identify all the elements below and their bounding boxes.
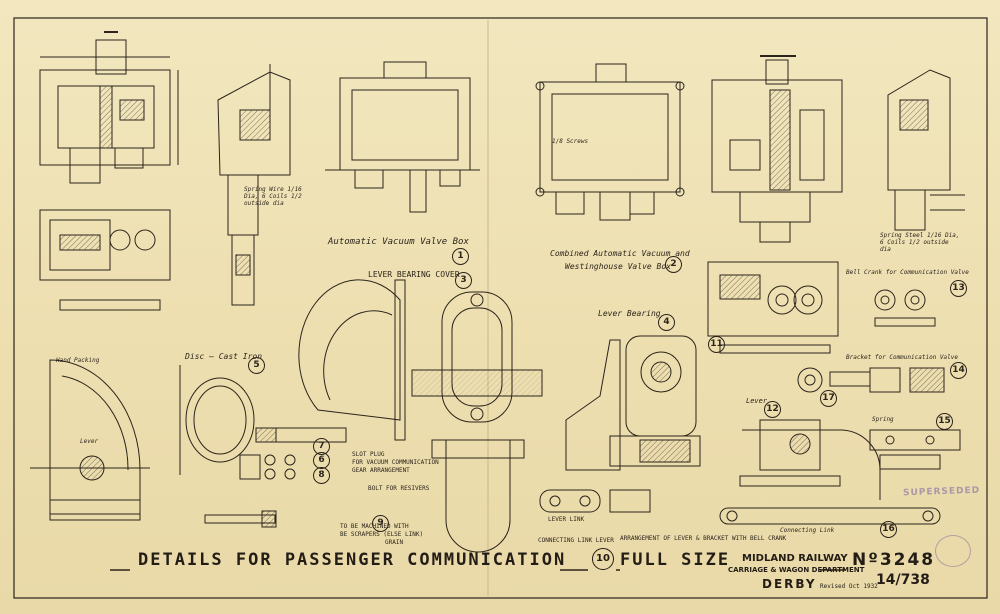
note-arrangement: ARRANGEMENT OF LEVER & BRACKET WITH BELL… [620, 535, 787, 542]
place-name: DERBY [762, 577, 817, 591]
small-parts-6-7-8 [204, 454, 296, 528]
revision-date: Revised Oct 1932 [820, 583, 878, 590]
bracket-14 [869, 367, 945, 393]
spring-15 [869, 429, 961, 470]
note-lever-link: LEVER LINK [548, 516, 585, 523]
connecting-link [719, 507, 941, 525]
label-hand-packing: Hand Packing [56, 357, 100, 364]
department-name: CARRIAGE & WAGON DEPARTMENT [728, 566, 865, 574]
note-vacuum-communication: FOR VACUUM COMMUNICATION [352, 459, 439, 466]
caption-disc-cast-iron: Disc — Cast Iron [185, 352, 263, 361]
part-number-17: 17 [820, 390, 837, 407]
valve-box-front-1 [325, 61, 480, 213]
part-number-11: 11 [708, 336, 725, 353]
note-machined: TO BE MACHINED WITH [340, 523, 409, 530]
part-number-4: 4 [658, 314, 675, 331]
part-number-1: 1 [452, 248, 469, 265]
part-number-5: 5 [248, 357, 265, 374]
label-spring-15: Spring [872, 416, 894, 423]
combined-box-plan [707, 261, 839, 354]
part-number-12: 12 [764, 401, 781, 418]
part-number-16: 16 [880, 521, 897, 538]
valve-box-combined-front [535, 63, 685, 221]
valve-box-side-section [217, 64, 291, 306]
part-number-7: 7 [313, 438, 330, 455]
part-number-3: 3 [455, 272, 472, 289]
disc-cast-iron [179, 365, 347, 475]
label-screws: 1/8 Screws [552, 138, 589, 145]
caption-lever-bearing: Lever Bearing [598, 309, 661, 318]
caption-lever-bearing-cover: LEVER BEARING COVER [368, 270, 460, 279]
label-lever: Lever [80, 438, 99, 445]
note-gear-arrangement: GEAR ARRANGEMENT [352, 467, 410, 474]
archive-stamp [935, 535, 971, 567]
valve-box-elevation-left [39, 31, 179, 184]
full-size-label: FULL SIZE [620, 550, 731, 570]
part-number-10: 10 [592, 548, 614, 570]
bell-crank-13 [874, 289, 936, 327]
part-number-14: 14 [950, 362, 967, 379]
valve-box-side-right [887, 69, 965, 231]
label-spring-right: Spring Steel 1/16 Dia, 6 Coils 1/2 outsi… [880, 232, 960, 253]
note-scrapers: BE SCRAPERS (ELSE LINK) [340, 531, 424, 538]
label-bell-crank: Bell Crank for Communication Valve [846, 269, 969, 276]
part-number-9: 9 [372, 515, 389, 532]
lever-bearing [539, 335, 701, 513]
part-number-8: 8 [313, 467, 330, 484]
part-number-13: 13 [950, 280, 967, 297]
hand-packing-section [30, 359, 150, 521]
label-spring: Spring Wire 1/16 Dia, 6 Coils 1/2 outsid… [244, 186, 302, 207]
part-number-2: 2 [665, 256, 682, 273]
label-bracket: Bracket for Communication Valve [846, 354, 958, 361]
caption-combined-vacuum: Combined Automatic Vacuum and [550, 249, 690, 258]
label-lever-right: Lever [746, 397, 768, 405]
note-connecting-link-lever: CONNECTING LINK LEVER [538, 537, 614, 544]
caption-westinghouse-valve-box: Westinghouse Valve Box [565, 262, 671, 271]
part-number-15: 15 [936, 413, 953, 430]
caption-automatic-vacuum-valve-box: Automatic Vacuum Valve Box [328, 237, 469, 247]
drawing-number: Nº3248 [852, 550, 936, 570]
note-slot-plug: SLOT PLUG [352, 451, 385, 458]
valve-box-combined-section [711, 55, 843, 243]
label-connecting-link: Connecting Link [780, 527, 835, 534]
drawing-title: DETAILS FOR PASSENGER COMMUNICATION [138, 550, 567, 570]
valve-box-plan-left [39, 209, 171, 311]
note-bolt: BOLT FOR RESIVERS [368, 485, 430, 492]
railway-name: MIDLAND RAILWAY [742, 553, 848, 564]
lever-bearing-cover [298, 279, 543, 553]
sheet-border [13, 17, 988, 599]
bell-crank-12 [797, 367, 871, 393]
note-grain: GRAIN [385, 539, 404, 546]
lever-assembly [739, 419, 881, 500]
reference-number: 14/738 [876, 572, 930, 588]
